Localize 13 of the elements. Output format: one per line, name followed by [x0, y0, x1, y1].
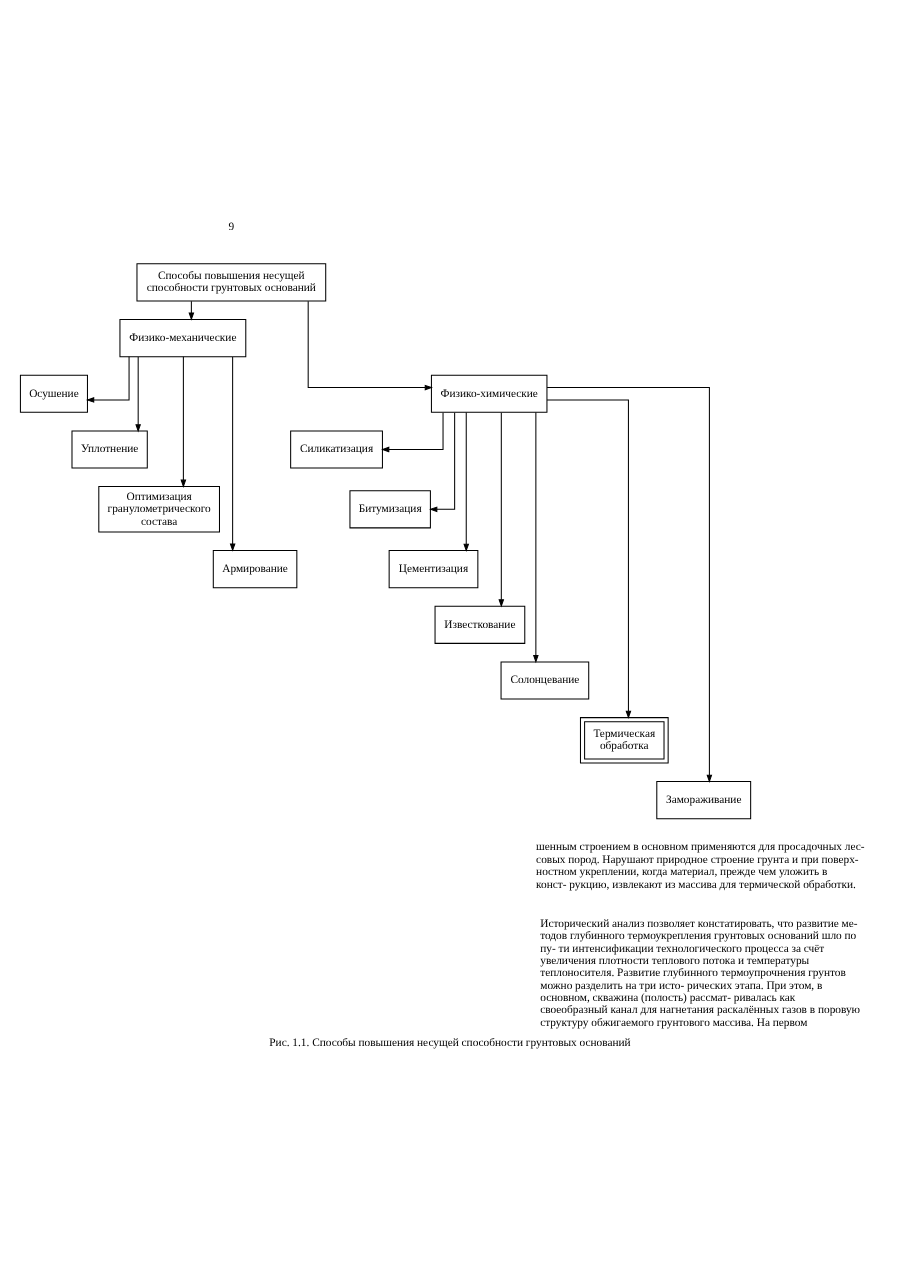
arrow [546, 387, 713, 783]
arrow [188, 300, 195, 321]
arrow [229, 356, 236, 552]
arrow [307, 300, 433, 391]
arrow [381, 412, 444, 453]
arrow [86, 356, 130, 403]
arrow [498, 412, 505, 608]
arrow [135, 356, 142, 433]
arrow [546, 399, 632, 720]
arrow [180, 356, 187, 488]
arrow [429, 412, 456, 513]
arrow [532, 412, 539, 664]
arrow [463, 412, 470, 553]
